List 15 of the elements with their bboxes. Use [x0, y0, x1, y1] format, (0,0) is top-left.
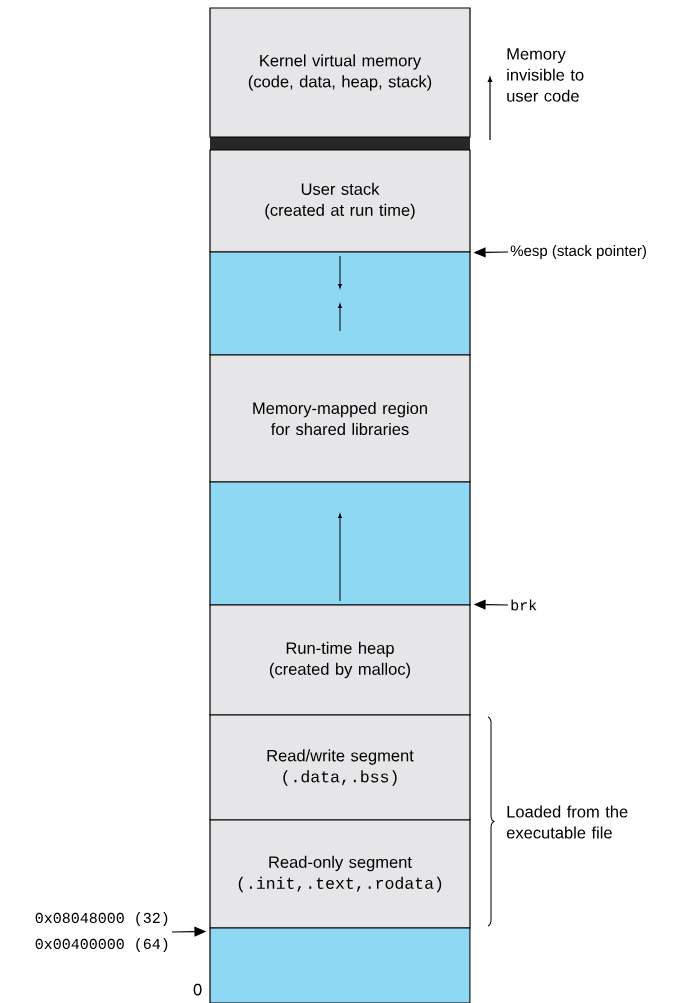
free-memory-area	[209, 481, 471, 606]
side-note: Loaded from the executable file	[506, 805, 628, 839]
memory-region: Memory-mapped region for shared libraries	[209, 354, 471, 483]
pointer-label: 0x08048000 (32) 0x00400000 (64)	[35, 912, 168, 952]
memory-region: Kernel virtual memory (code, data, heap, stack)	[209, 7, 471, 138]
memory-region: User stack (created at run time)	[209, 149, 471, 253]
free-memory-area	[209, 251, 471, 356]
pointer-label: %esp (stack pointer)	[510, 245, 646, 259]
side-note: Memory invisible to user code	[507, 48, 584, 102]
memory-region: Read/write segment (.data,.bss)	[209, 714, 471, 821]
memory-region: Read-only segment (.init,.text,.rodata)	[209, 819, 471, 929]
free-memory-area	[209, 927, 471, 1003]
pointer-label: brk	[511, 599, 537, 611]
memory-region: Run-time heap (created by malloc)	[209, 604, 471, 716]
address-label: 0	[193, 983, 202, 996]
